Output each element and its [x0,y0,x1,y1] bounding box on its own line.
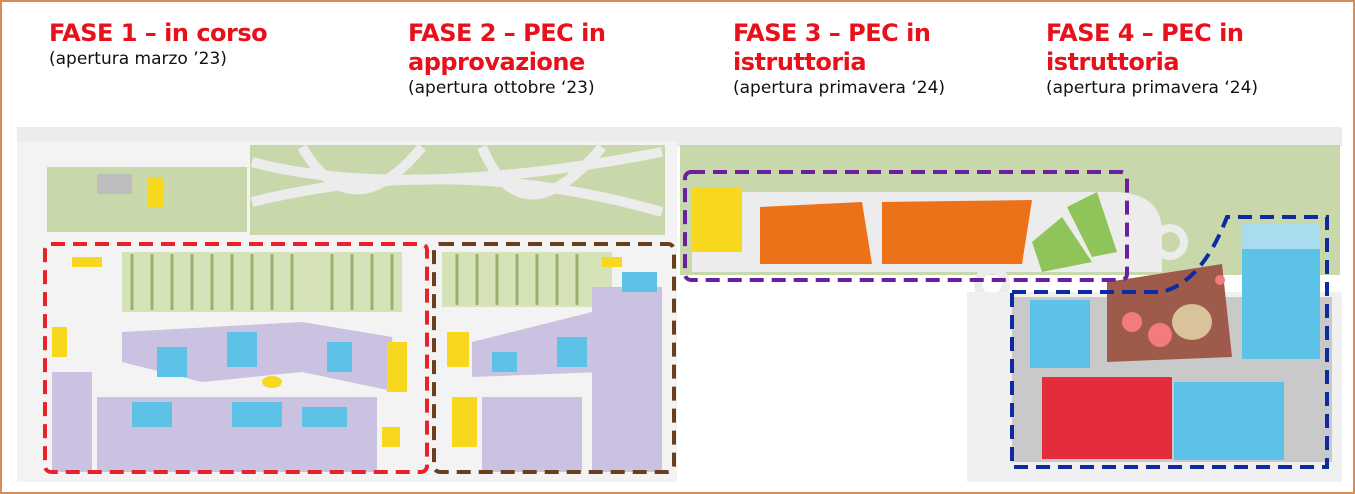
feature-circle-1 [1122,312,1142,332]
phase-4-title: FASE 4 – PEC in istruttoria [1046,19,1244,76]
phase3-yellow-units [692,187,742,252]
phase4-cyan-building-1 [1030,300,1090,368]
feature-ellipse [1172,304,1212,340]
phase-4-subtitle: (apertura primavera ‘24) [1046,78,1259,98]
phase4-cyan-building-3 [1174,382,1284,460]
phase4-boundary [1010,215,1329,469]
phase-1-label: FASE 1 – in corso (apertura marzo ’23) [49,19,268,70]
phase2-boundary [432,242,676,474]
phase3-orange-building-2 [882,200,1032,264]
green-area-2 [1067,192,1117,257]
roundabout-1 [1152,224,1188,260]
feature-circle-2 [1148,323,1172,347]
phase1-boundary [43,242,429,474]
building-grey [97,174,132,194]
phase-3-label: FASE 3 – PEC in istruttoria (apertura pr… [733,19,963,99]
phase3-boundary [683,170,1129,282]
phase-3-subtitle: (apertura primavera ‘24) [733,78,946,98]
phase-2-subtitle: (apertura ottobre ‘23) [408,78,595,98]
building-yellow [148,177,164,207]
phase-2-title: FASE 2 – PEC in approvazione [408,19,606,76]
phase4-red-building [1042,377,1172,459]
park-paths [250,143,664,217]
phase-3-title: FASE 3 – PEC in istruttoria [733,19,931,76]
phase-1-title: FASE 1 – in corso [49,19,268,47]
phase1-buildings [52,257,407,472]
parking-rows [122,252,612,312]
feature-circle-3 [1215,275,1225,285]
phase-2-label: FASE 2 – PEC in approvazione (apertura o… [408,19,638,99]
phase4-cyan-roof [1242,224,1320,249]
green-area-1 [1032,217,1092,272]
phase-4-label: FASE 4 – PEC in istruttoria (apertura pr… [1046,19,1276,99]
phase-1-subtitle: (apertura marzo ’23) [49,49,227,69]
green-area-nw [47,167,247,232]
phase2-buildings [447,257,662,472]
phase3-orange-building-1 [760,202,872,264]
